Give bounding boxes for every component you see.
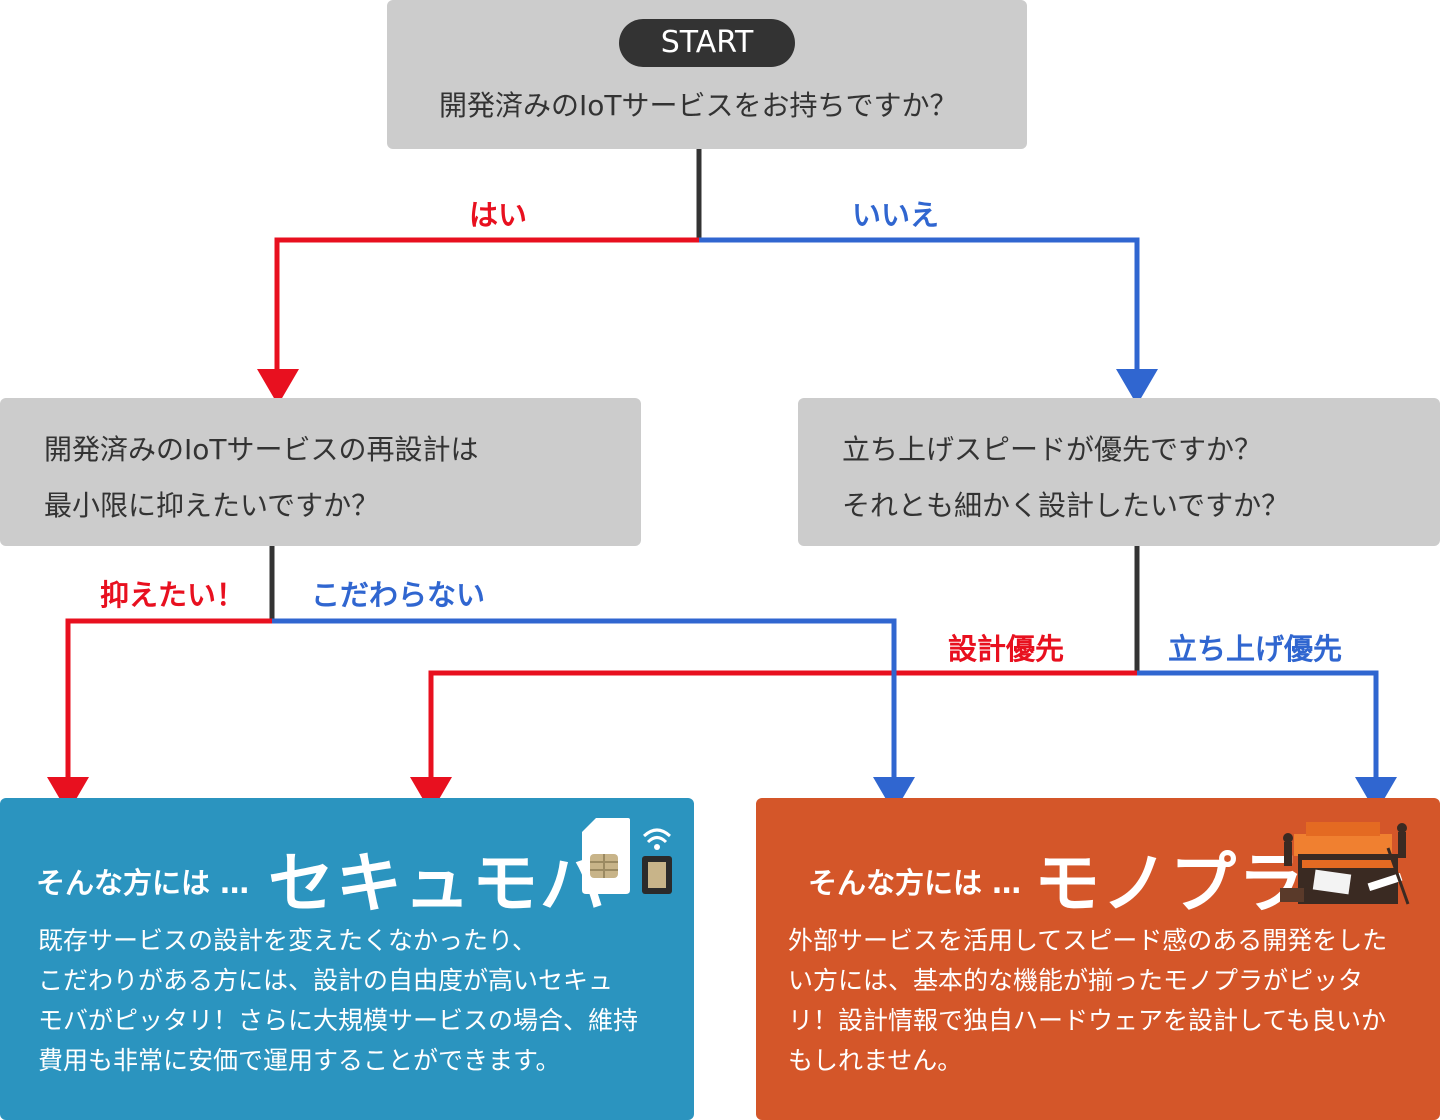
monopla-desc-line2: い方には、基本的な機能が揃ったモノプラがピッタ <box>788 966 1364 995</box>
secumoba-desc-line4: 費用も非常に安価で運用することができます。 <box>38 1046 561 1075</box>
label-dont-care: こだわらない <box>311 578 486 612</box>
connector-yes <box>274 237 699 372</box>
result-secumoba: そんな方には … セキュモバ 既存サービスの設計を変えたくなかったり、 こだわり… <box>0 798 694 1120</box>
monopla-desc-line4: もしれません。 <box>788 1046 963 1075</box>
speed-question-line2: それとも細かく設計したいですか？ <box>842 489 1290 522</box>
arrow-design-first <box>410 777 452 813</box>
redesign-question-box: 開発済みのIoTサービスの再設計は 最小限に抑えたいですか？ <box>0 398 641 546</box>
secumoba-desc-line2: こだわりがある方には、設計の自由度が高いセキュ <box>38 966 614 995</box>
arrow-no <box>1116 369 1158 405</box>
speed-question-box: 立ち上げスピードが優先ですか？ それとも細かく設計したいですか？ <box>798 398 1440 546</box>
label-yes: はい <box>469 198 528 232</box>
sim-card-icon <box>582 818 672 894</box>
monopla-prefix: そんな方には … <box>808 866 1022 900</box>
arrow-minimize <box>47 777 89 813</box>
toolbox-illustration-icon <box>1280 822 1410 905</box>
monopla-desc-line1: 外部サービスを活用してスピード感のある開発をした <box>788 926 1388 955</box>
label-launch-first: 立ち上げ優先 <box>1168 632 1343 666</box>
label-no: いいえ <box>852 198 940 232</box>
speed-question-line1: 立ち上げスピードが優先ですか？ <box>842 433 1263 466</box>
result-monopla: そんな方には … モノプラ 外部サービスを活用してスピード感のある開発をした い… <box>756 798 1440 1120</box>
connector-no <box>699 237 1140 372</box>
connector-launch-first <box>1137 670 1379 780</box>
secumoba-desc-line1: 既存サービスの設計を変えたくなかったり、 <box>38 926 538 955</box>
redesign-question-line2: 最小限に抑えたいですか？ <box>44 489 380 522</box>
connector-dont-care <box>272 618 897 780</box>
secumoba-prefix: そんな方には … <box>36 866 250 900</box>
arrow-yes <box>257 369 299 405</box>
label-minimize: 抑えたい！ <box>100 578 246 612</box>
start-badge: START <box>619 19 795 67</box>
redesign-question-line1: 開発済みのIoTサービスの再設計は <box>44 433 479 466</box>
secumoba-title: セキュモバ <box>268 845 608 922</box>
arrow-dont-care <box>873 777 915 813</box>
connector-design-first <box>428 670 1137 780</box>
secumoba-desc-line3: モバがピッタリ！さらに大規模サービスの場合、維持 <box>38 1006 639 1035</box>
arrow-launch-first <box>1355 777 1397 813</box>
monopla-title: モノプラ <box>1034 845 1306 922</box>
start-question: 開発済みのIoTサービスをお持ちですか？ <box>439 89 958 122</box>
label-design-first: 設計優先 <box>948 632 1065 666</box>
start-question-box: START 開発済みのIoTサービスをお持ちですか？ <box>387 0 1027 149</box>
monopla-desc-line3: リ！設計情報で独自ハードウェアを設計しても良いか <box>788 1006 1387 1035</box>
connector-minimize <box>65 618 272 780</box>
